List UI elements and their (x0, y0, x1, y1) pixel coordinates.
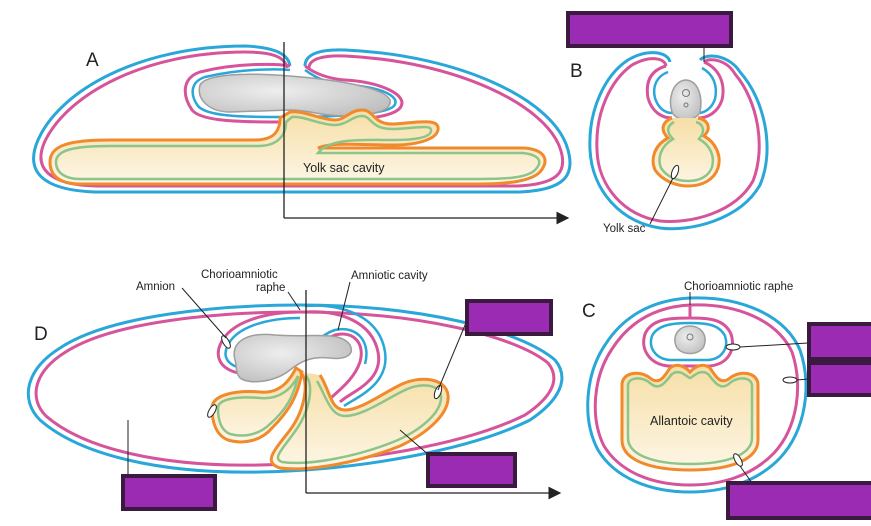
panel-d-pointer-left (207, 404, 217, 418)
chorioamniotic-raphe-c-label: Chorioamniotic raphe (684, 281, 793, 293)
panel-letter-c: C (582, 301, 596, 322)
panel-a-yolk-orange (48, 108, 547, 186)
label-box-b-top[interactable] (566, 11, 733, 48)
panel-b-notochord (683, 102, 689, 108)
yolk-sac-label: Yolk sac (603, 223, 646, 235)
panel-d-amnion-outer-blue (304, 304, 387, 408)
chorioamniotic-raphe-d-line2: raphe (256, 282, 285, 294)
panel-a-embryo (198, 73, 391, 117)
panel-b-amnion-blue (652, 66, 718, 115)
panel-c-neural-tube (686, 333, 694, 341)
panel-a-outer-blue (32, 44, 572, 194)
panel-d: Amnion Chorioamniotic raphe Amniotic cav… (26, 269, 564, 511)
leader-c-side-box (796, 378, 809, 381)
amniotic-cavity-label: Amniotic cavity (351, 270, 428, 282)
label-box-d-right[interactable] (465, 299, 553, 336)
leader-c-top-box (739, 342, 809, 348)
panel-c-pointer-bottom (733, 453, 743, 467)
panel-c-pointer-top (725, 343, 741, 351)
panel-d-embryo (233, 333, 352, 383)
leader-amnion (181, 287, 227, 339)
panel-b-leader-yolk-sac (649, 177, 674, 225)
panel-d-yolk-right-orange (269, 370, 450, 471)
panel-c-outer-pink (593, 303, 800, 487)
panel-d-outer-blue (26, 303, 564, 474)
panel-a-yolk-green (54, 114, 541, 181)
panel-b-outer-pink (595, 57, 761, 223)
panel-d-pointer-amnion (221, 335, 231, 349)
leader-chorioamniotic-raphe-d (287, 291, 301, 311)
panel-c-amnion-blue (649, 321, 728, 362)
amnion-label: Amnion (136, 281, 175, 293)
panel-a-outer-pink (39, 50, 565, 188)
panel-d-yolk-right-green (276, 375, 443, 465)
panel-a: Yolk sac cavity A (32, 42, 572, 225)
label-box-c-bottom[interactable] (726, 481, 871, 520)
panel-letter-b: B (570, 61, 583, 82)
panel-b: Yolk sac B (566, 11, 769, 235)
panel-d-yolk-left-orange (210, 365, 304, 444)
panel-c-pointer-side (782, 376, 798, 384)
leader-c-bottom-box (739, 465, 753, 484)
leader-right-box-d (437, 317, 469, 391)
chorioamniotic-raphe-d-line1: Chorioamniotic (201, 269, 278, 281)
panel-letter-d: D (34, 324, 48, 345)
panel-b-neural-tube (682, 89, 690, 97)
panel-b-amnion-pink (645, 60, 725, 120)
label-box-c-side[interactable] (807, 361, 871, 397)
leader-amniotic-cavity (337, 281, 351, 331)
label-box-d-left[interactable] (121, 474, 217, 511)
allantoic-cavity-label: Allantoic cavity (650, 414, 733, 428)
panel-a-amnion (183, 62, 404, 124)
yolk-sac-cavity-label: Yolk sac cavity (303, 161, 385, 175)
panel-letter-a: A (86, 50, 99, 71)
label-box-c-top[interactable] (807, 322, 871, 361)
panel-c-allantois-green (626, 370, 754, 466)
panel-c: Allantoic cavity Chorioamniotic raphe C (582, 281, 871, 520)
panel-b-yolk-orange (651, 116, 721, 188)
label-box-d-bottom[interactable] (426, 452, 517, 488)
panel-b-outer-blue (588, 51, 769, 231)
panel-c-allantois-orange (620, 363, 760, 472)
panel-d-amnion-outer (304, 310, 381, 404)
panel-b-embryo (669, 79, 702, 121)
panel-c-outer-blue (586, 296, 808, 494)
panel-b-yolk-green (658, 120, 715, 183)
panel-c-amnion-pink (642, 305, 734, 368)
leader-bottom-box-d (399, 429, 431, 457)
panel-d-yolk-left-green (216, 375, 300, 437)
